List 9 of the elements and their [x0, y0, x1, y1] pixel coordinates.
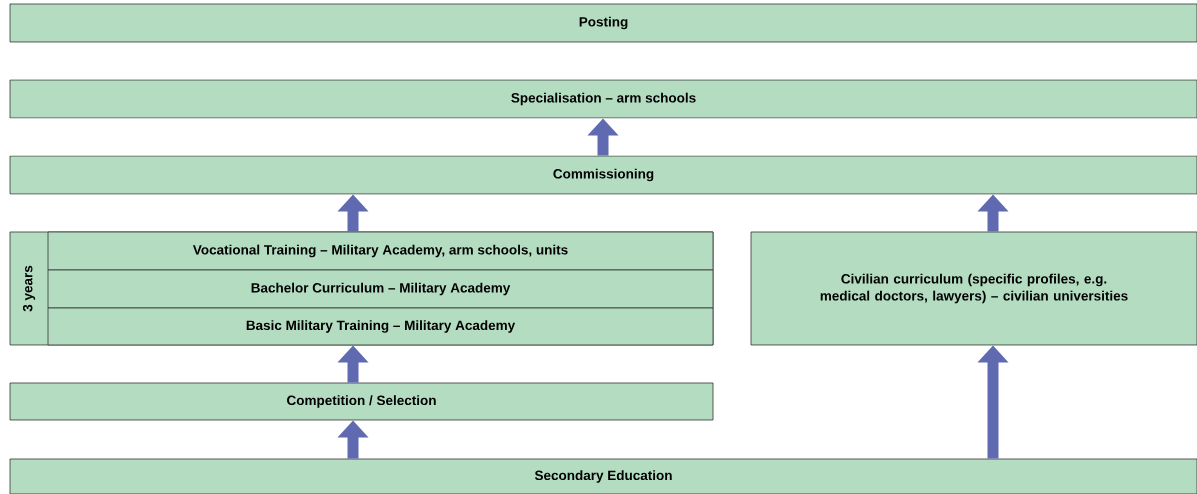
- stage-box: Bachelor Curriculum – Military Academy: [47, 269, 714, 309]
- stage-box: Civilian curriculum (specific profiles, e.g. medical doctors, lawyers) – civilian universities: [750, 231, 1197, 346]
- stage-box: Competition / Selection: [9, 382, 714, 421]
- stage-box: Specialisation – arm schools: [9, 79, 1197, 119]
- stage-box: Vocational Training – Military Academy, arm schools, units: [47, 231, 714, 271]
- stage-box: Posting: [9, 3, 1197, 43]
- stage-box: Commissioning: [9, 155, 1197, 195]
- stage-box: Basic Military Training – Military Academy: [47, 307, 714, 346]
- stage-box: Secondary Education: [9, 458, 1197, 494]
